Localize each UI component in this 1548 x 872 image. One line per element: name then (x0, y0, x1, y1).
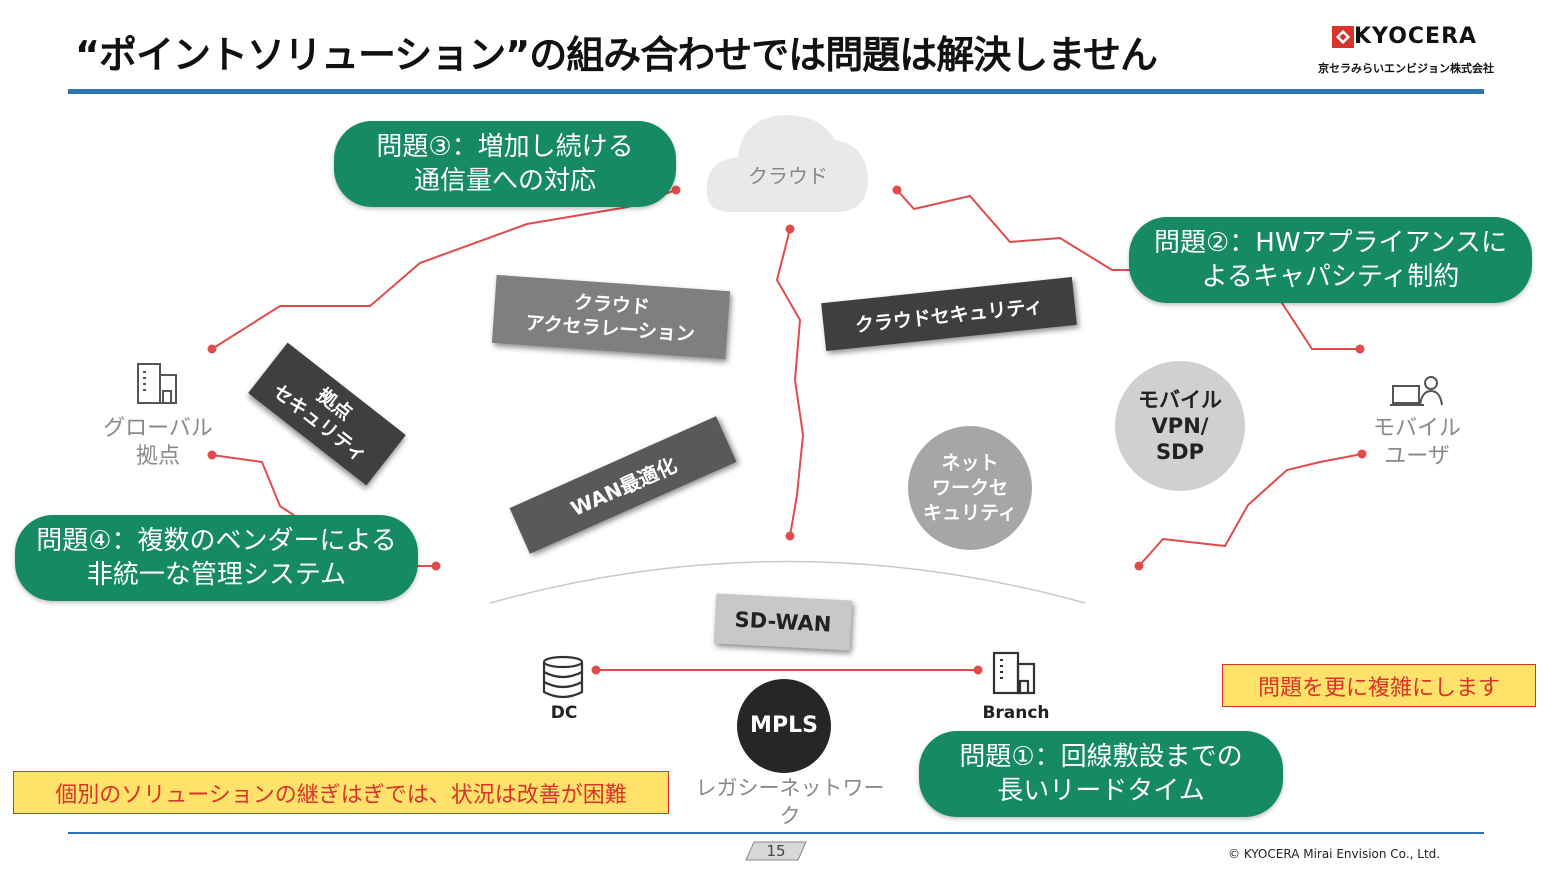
problem-4-line2: 非統一な管理システム (86, 560, 347, 590)
mobile-vpn-line3: SDP (1156, 440, 1204, 464)
legacy-network-label: レガシーネットワーク (695, 776, 885, 828)
line-p2-mobile (1279, 299, 1360, 350)
dc-label: DC (550, 703, 578, 723)
mobile-vpn-line2: VPN/ (1151, 414, 1209, 438)
mobile-vpn-circle: モバイル VPN/ SDP (1115, 361, 1245, 491)
cloud-label: クラウド (748, 164, 828, 188)
line-mobile-bottom (1138, 453, 1363, 567)
mobile-vpn-line1: モバイル (1138, 388, 1222, 412)
sd-wan-box: SD-WAN (713, 593, 853, 651)
problem-2-line1: 問題②：HWアプライアンスに (1153, 228, 1507, 258)
network-security-line1: ネット (941, 451, 999, 474)
line-cloud-center (775, 228, 805, 537)
line-global-p4 (211, 454, 296, 517)
problem-1-line2: 長いリードタイム (997, 776, 1205, 806)
mobile-user-icon (1390, 376, 1443, 406)
problem-4-pill: 問題④：複数のベンダーによる 非統一な管理システム (15, 515, 418, 601)
footer-rule (68, 832, 1484, 834)
copyright: © KYOCERA Mirai Envision Co., Ltd. (1228, 847, 1441, 861)
problem-3-pill: 問題③：増加し続ける 通信量への対応 (334, 121, 676, 207)
problem-1-line1: 問題①：回線敷設までの (959, 742, 1243, 772)
branch-label: Branch (982, 703, 1050, 723)
network-security-line3: キュリティ (923, 501, 1017, 524)
kyocera-mark-icon (1332, 26, 1354, 48)
database-icon (542, 655, 584, 699)
cloud-shape (706, 114, 868, 212)
page-number: 15 (766, 842, 786, 860)
line-cloud-p2 (896, 189, 1130, 271)
title-rule (68, 89, 1484, 94)
individual-solution-callout: 個別のソリューションの継ぎはぎでは、状況は改善が困難 (13, 771, 669, 814)
problem-1-pill: 問題①：回線敷設までの 長いリードタイム (919, 731, 1283, 817)
complexity-callout: 問題を更に複雑にします (1222, 664, 1536, 707)
problem-2-pill: 問題②：HWアプライアンスに よるキャパシティ制約 (1129, 217, 1532, 303)
branch-building-icon (992, 651, 1036, 695)
logo-brand: KYOCERA (1354, 24, 1478, 49)
global-site-label: グローバル 拠点 (103, 416, 213, 469)
mpls-circle: MPLS (737, 679, 831, 773)
problem-2-line2: よるキャパシティ制約 (1201, 262, 1460, 292)
page-title: “ポイントソリューション”の組み合わせでは問題は解決しません (75, 33, 1158, 77)
page-number-badge (745, 841, 807, 861)
legacy-arc (489, 560, 1086, 604)
problem-3-line1: 問題③：増加し続ける (376, 132, 634, 162)
mobile-user-label: モバイル ユーザ (1372, 416, 1461, 469)
network-security-line2: ワークセ (931, 476, 1008, 499)
logo-company: 京セラみらいエンビジョン株式会社 (1318, 62, 1494, 75)
network-security-circle: ネット ワークセ キュリティ (908, 426, 1032, 550)
problem-3-line2: 通信量への対応 (413, 166, 596, 196)
line-global-to-p3 (211, 206, 629, 350)
building-icon (137, 363, 177, 404)
problem-4-line1: 問題④：複数のベンダーによる (36, 526, 397, 556)
kyocera-logo: KYOCERA 京セラみらいエンビジョン株式会社 (1318, 24, 1494, 76)
